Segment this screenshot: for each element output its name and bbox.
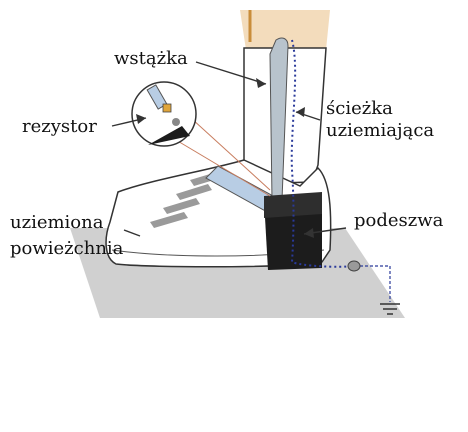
shoe-stripe (163, 198, 200, 214)
label-sole: podeszwa (354, 210, 444, 231)
ribbon-callout-arrow (195, 61, 267, 88)
shoe-stripe (150, 212, 188, 228)
sole-callout-arrow (303, 227, 347, 238)
ground-symbol-icon (380, 303, 400, 315)
resistor-component (162, 103, 172, 113)
label-ground-path-line1: ścieżka (326, 98, 393, 119)
magnifier-strap (148, 126, 190, 145)
label-ground-path-line2: uziemiająca (326, 120, 435, 141)
label-grounded-surface-line2: powieżchnia (10, 238, 124, 259)
ground-wire (355, 265, 391, 302)
label-grounded-surface-line1: uziemiona (10, 212, 104, 233)
magnifier-ray-bottom (175, 139, 271, 197)
ground-path-callout-arrow (295, 107, 321, 121)
label-resistor: rezystor (22, 116, 97, 137)
surface-callout-arrow (123, 229, 141, 237)
label-ribbon: wstążka (114, 48, 188, 69)
resistor-contact (172, 118, 180, 126)
shoe-stripe (176, 184, 212, 200)
ground-contact (347, 260, 361, 272)
magnifier-ribbon (146, 84, 168, 110)
trouser-leg (240, 10, 330, 50)
resistor-callout-arrow (111, 114, 147, 127)
